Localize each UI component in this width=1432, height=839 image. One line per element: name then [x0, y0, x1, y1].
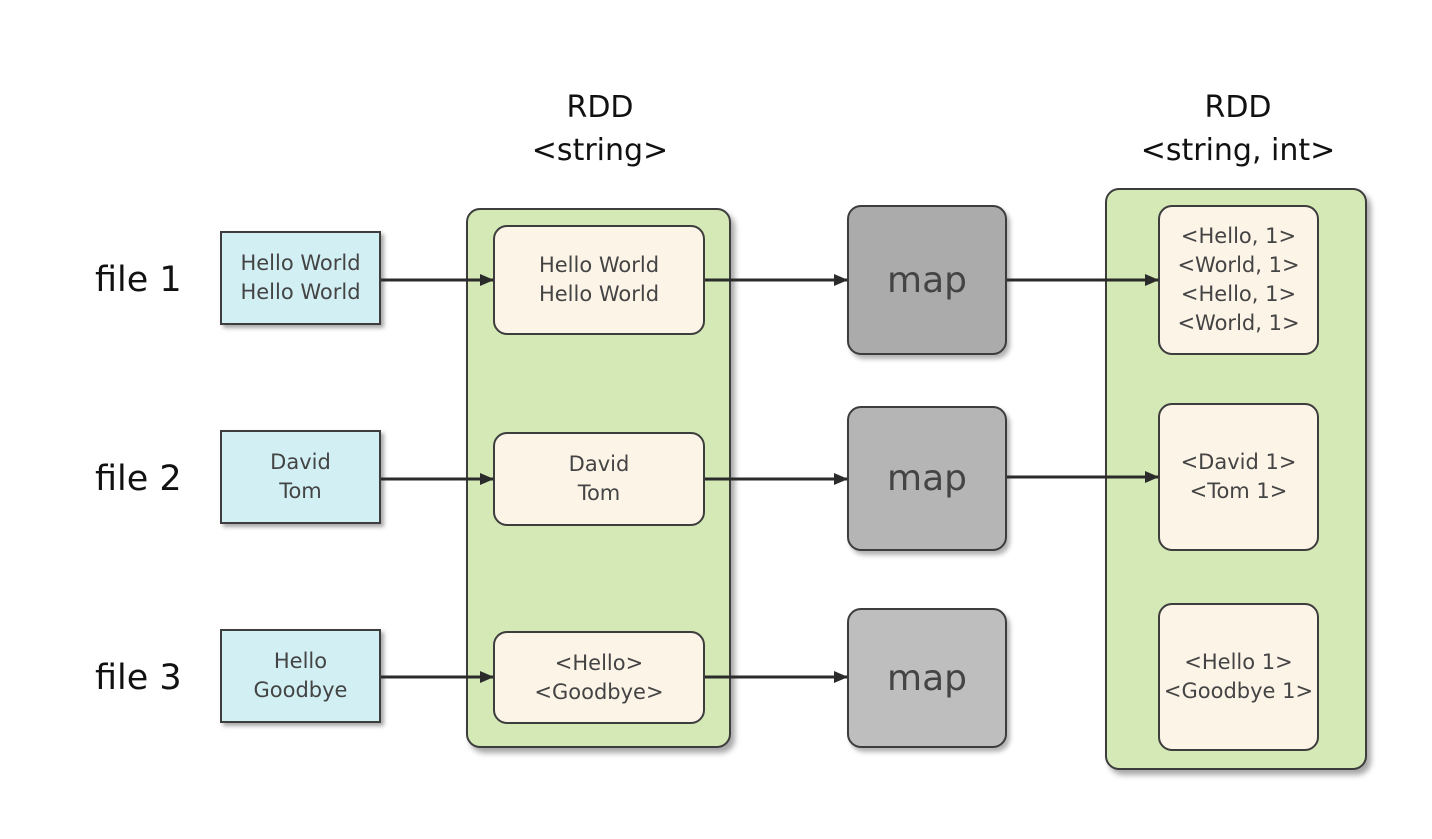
item-line: <Goodbye 1> — [1163, 679, 1314, 703]
source-line: Hello — [273, 649, 328, 673]
rdd-string-item-2: David Tom — [493, 432, 705, 526]
map-box-1: map — [847, 205, 1007, 355]
source-box-file-2: David Tom — [220, 430, 381, 524]
item-line: <Hello, 1> — [1180, 282, 1297, 306]
rdd-string-item-3: <Hello> <Goodbye> — [493, 631, 705, 724]
rdd-pair-header-title: RDD — [1204, 90, 1272, 125]
rdd-pair-header-type: <string, int> — [1140, 133, 1336, 168]
map-box-2: map — [847, 406, 1007, 551]
rdd-string-item-1: Hello World Hello World — [493, 225, 705, 335]
item-line: <World, 1> — [1177, 253, 1300, 277]
rdd-pair-header: RDD <string, int> — [1118, 86, 1358, 172]
source-line: Tom — [279, 479, 322, 503]
rdd-pair-item-3: <Hello 1> <Goodbye 1> — [1158, 603, 1319, 751]
rdd-pair-item-2: <David 1> <Tom 1> — [1158, 403, 1319, 551]
item-line: David — [568, 452, 630, 476]
source-box-file-3: Hello Goodbye — [220, 629, 381, 723]
item-line: <Hello, 1> — [1180, 224, 1297, 248]
item-line: <David 1> — [1180, 450, 1297, 474]
item-line: <Hello> — [554, 650, 644, 675]
file-label-1: file 1 — [95, 260, 182, 300]
source-line: Hello World — [240, 280, 361, 304]
map-box-3: map — [847, 608, 1007, 748]
source-line: Hello World — [240, 251, 361, 275]
item-line: Hello World — [538, 282, 660, 306]
item-line: <Hello 1> — [1184, 650, 1293, 674]
item-line: <World, 1> — [1177, 311, 1300, 335]
source-line: Goodbye — [253, 678, 348, 702]
rdd-string-header-title: RDD — [566, 90, 634, 125]
rdd-string-header: RDD <string> — [500, 86, 700, 172]
source-box-file-1: Hello World Hello World — [220, 231, 381, 325]
item-line: Tom — [577, 481, 621, 505]
item-line: <Tom 1> — [1189, 479, 1288, 503]
source-line: David — [270, 450, 331, 474]
file-label-2: file 2 — [95, 459, 182, 499]
item-line: <Goodbye> — [534, 679, 664, 704]
rdd-pair-item-1: <Hello, 1> <World, 1> <Hello, 1> <World,… — [1158, 205, 1319, 355]
item-line: Hello World — [538, 253, 660, 277]
file-label-3: file 3 — [95, 658, 182, 698]
rdd-string-header-type: <string> — [531, 133, 669, 168]
